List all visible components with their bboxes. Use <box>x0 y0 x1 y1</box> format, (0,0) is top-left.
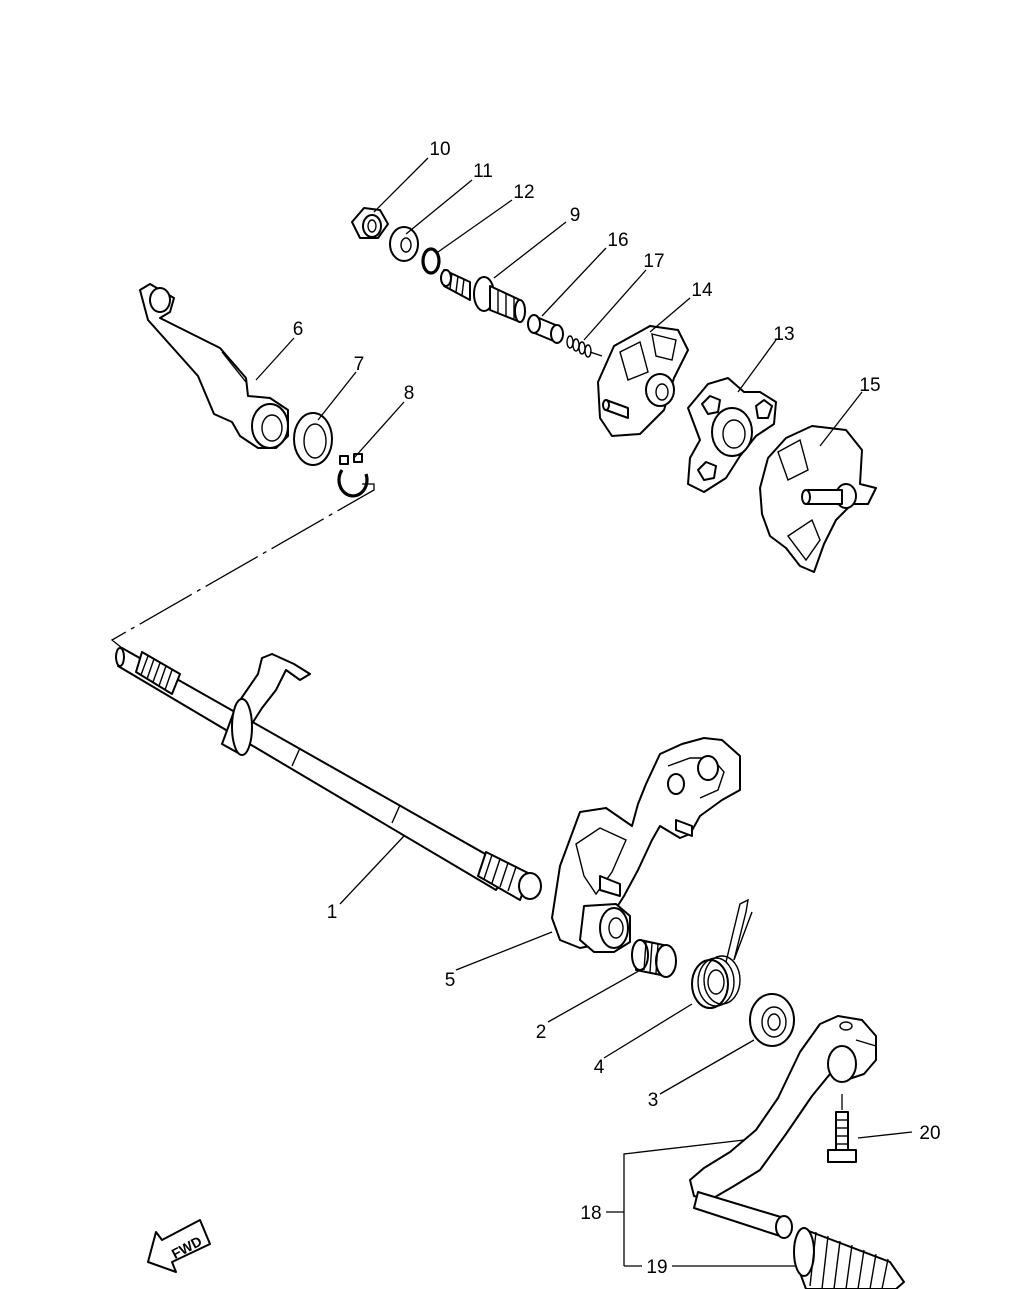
callout-1: 1 <box>327 902 338 923</box>
part-14-segment <box>597 325 689 437</box>
callout-13: 13 <box>773 324 794 345</box>
part-10-nut <box>351 207 389 239</box>
callout-3: 3 <box>648 1090 659 1111</box>
part-17-spring <box>566 335 603 358</box>
callout-16: 16 <box>607 230 628 251</box>
part-4-spring <box>691 898 753 1009</box>
callout-4: 4 <box>594 1057 605 1078</box>
part-16-collar <box>527 314 564 344</box>
callout-5: 5 <box>445 970 456 991</box>
callout-18: 18 <box>580 1203 601 1224</box>
fwd-arrow: FWD <box>147 1219 211 1273</box>
callout-7: 7 <box>354 354 365 375</box>
callout-10: 10 <box>429 139 450 160</box>
callout-14: 14 <box>691 280 713 301</box>
leader-lines <box>255 157 913 1267</box>
callout-17: 17 <box>643 251 664 272</box>
part-9-shaft <box>440 269 526 323</box>
part-7-washer <box>293 412 333 466</box>
callout-8: 8 <box>404 383 415 404</box>
part-11-washer <box>389 226 419 262</box>
part-13-plate <box>687 377 777 493</box>
part-6-arm <box>139 283 289 449</box>
part-15-cam <box>759 425 877 573</box>
part-20-bolt <box>827 1094 857 1163</box>
callout-labels: 10 11 12 9 16 17 14 13 15 6 7 8 1 5 2 4 … <box>293 139 941 1278</box>
part-1-shift-shaft <box>115 647 542 901</box>
callout-19: 19 <box>646 1257 667 1278</box>
callout-6: 6 <box>293 319 304 340</box>
part-12-oring <box>421 247 441 275</box>
callout-12: 12 <box>513 182 534 203</box>
callout-15: 15 <box>859 375 880 396</box>
part-5-shift-arm <box>551 737 741 953</box>
part-3-seal <box>749 993 795 1047</box>
part-18-pedal <box>689 1015 877 1239</box>
part-19-pedal-rubber <box>793 1227 905 1289</box>
callout-2: 2 <box>536 1022 547 1043</box>
alignment-line <box>110 483 375 649</box>
callout-20: 20 <box>919 1123 940 1144</box>
callout-9: 9 <box>570 205 581 226</box>
part-2-bearing <box>631 939 677 978</box>
callout-11: 11 <box>473 161 493 182</box>
part-8-circlip <box>337 453 369 498</box>
